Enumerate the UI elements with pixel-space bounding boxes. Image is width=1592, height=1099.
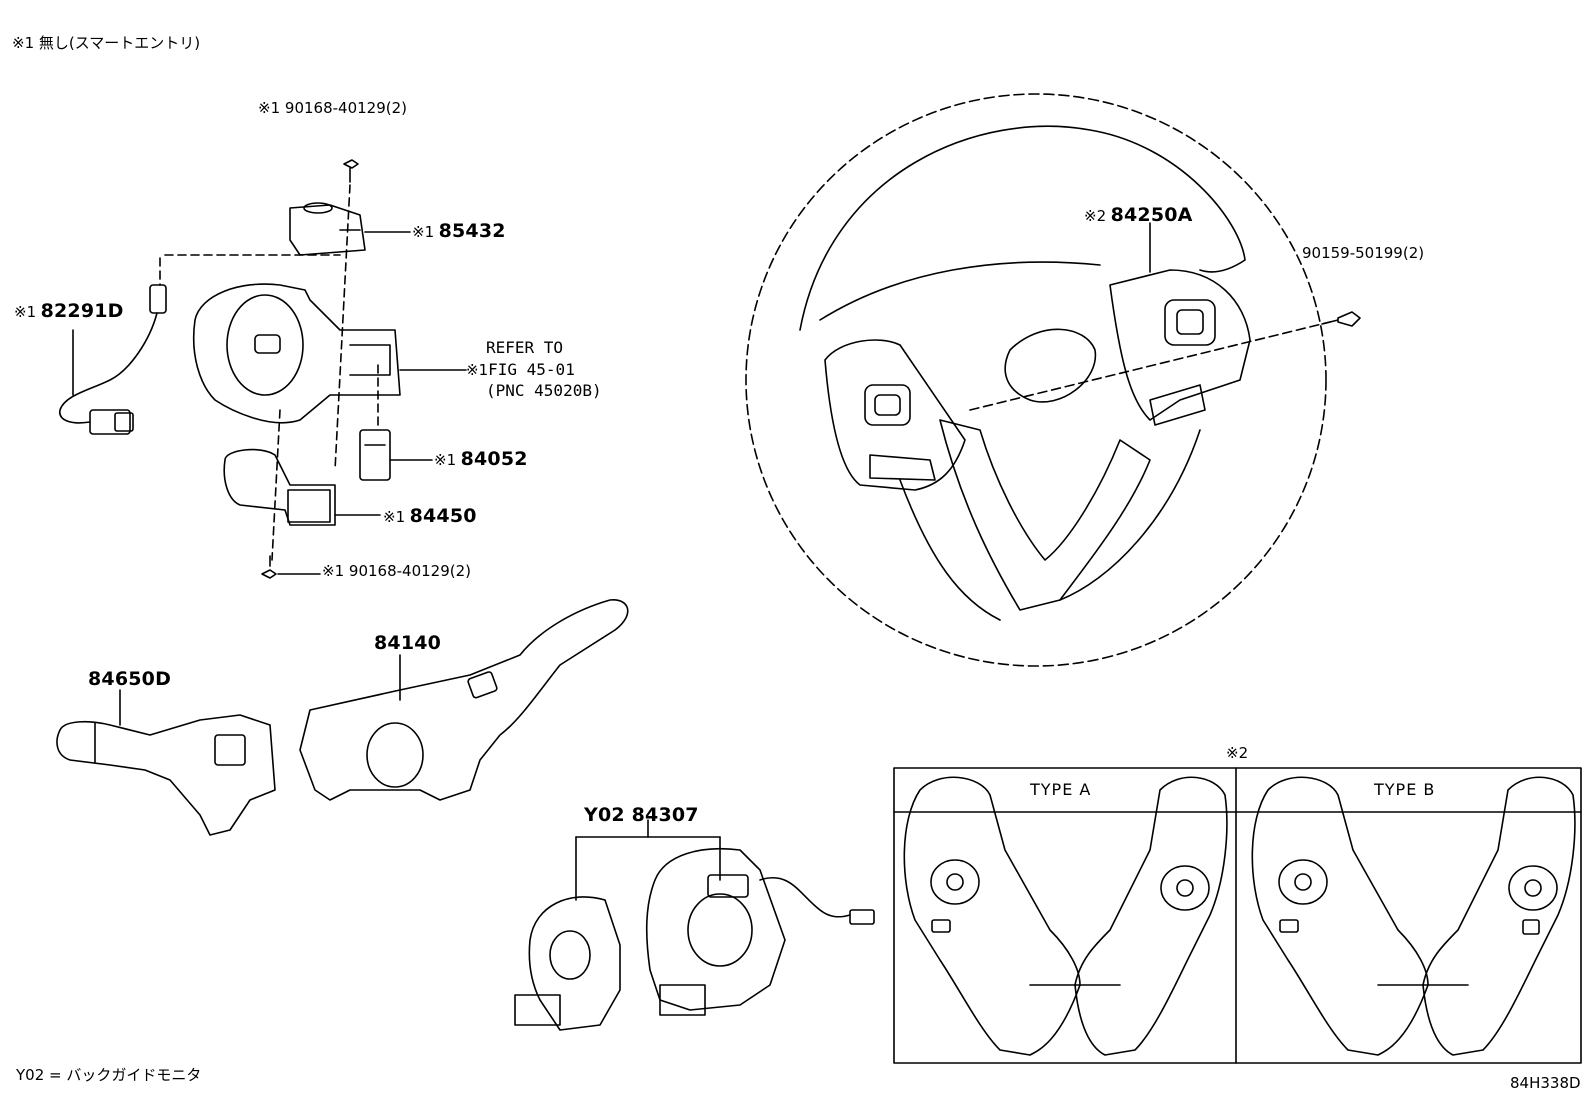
combination-switch-84140 [299,599,629,801]
part-label-84650d: 84650D [88,668,172,690]
variant-mark-2: ※2 [1226,744,1249,762]
mark-2: ※2 [1084,207,1107,225]
right-switch-pad [1109,269,1251,421]
mark-1: ※1 [14,303,37,321]
mark-1: ※1 [434,451,457,469]
left-switch-pad [824,339,966,491]
part-number: 84052 [460,448,528,470]
steering-wheel-drawing [745,93,1361,667]
screw-90168-bottom [261,555,321,579]
type-b-header: TYPE B [1374,780,1436,799]
part-number: 90168-40129(2) [348,562,472,580]
figure-code: 84H338D [1510,1074,1581,1092]
part-number: 82291D [40,300,124,322]
left-pad-button [864,384,911,426]
part-label-84307: Y02 84307 [584,804,699,826]
mark-1: ※1 [412,223,435,241]
mark-1: ※1 [258,99,281,117]
screw-90168-top [343,159,359,183]
connector-84052 [359,429,433,481]
mark-1: ※1 [322,562,345,580]
legend-y02: Y02 = バックガイドモニタ [16,1066,202,1084]
assembly-dashed-lines [159,184,379,561]
refer-to-line3: (PNC 45020B) [486,381,602,400]
mark-1: ※1 [383,508,406,526]
lock-cylinder-housing [192,283,467,424]
type-a-header: TYPE A [1030,780,1092,799]
part-label-84450: ※1 84450 [383,505,477,527]
part-label-84052: ※1 84052 [434,448,528,470]
lever-switch-84650d [56,689,276,836]
wire-harness-82291d [59,284,167,435]
switch-85432 [289,202,411,256]
spiral-cable-84307 [514,819,875,1031]
note-no-smart-entry: ※1 無し(スマートエントリ) [12,34,201,52]
part-number: 90168-40129(2) [284,99,408,117]
refer-to-line1: REFER TO [486,338,564,357]
refer-to-line2: FIG 45-01 [488,360,575,379]
part-number: 84250A [1110,204,1193,226]
variant-table-frame [893,767,1582,1064]
mark-1: ※1 [466,361,489,379]
part-number: 84450 [409,505,477,527]
part-label-90168-bottom: ※1 90168-40129(2) [322,562,471,580]
variant-table [893,767,1582,1064]
wheel-rim-inner [799,125,1246,331]
switch-84450 [223,448,381,526]
part-label-84250a: ※2 84250A [1084,204,1193,226]
wheel-rim-outline [745,93,1327,667]
part-label-82291d: ※1 82291D [14,300,124,322]
part-label-90159: 90159-50199(2) [1302,244,1425,262]
column-bore [366,722,424,788]
refer-to-line2-row: ※1FIG 45-01 [466,360,575,380]
part-label-90168-top: ※1 90168-40129(2) [258,99,407,117]
wheel-lower-spoke [939,419,1151,611]
part-number: 85432 [438,220,506,242]
part-label-85432: ※1 85432 [412,220,506,242]
wheel-hub [1004,328,1097,403]
type-b-switch-pad [1251,776,1576,1056]
screw-90159 [1321,311,1361,327]
part-label-84140: 84140 [374,632,442,654]
type-a-switch-pad [903,776,1228,1056]
right-pad-button [1164,299,1216,346]
